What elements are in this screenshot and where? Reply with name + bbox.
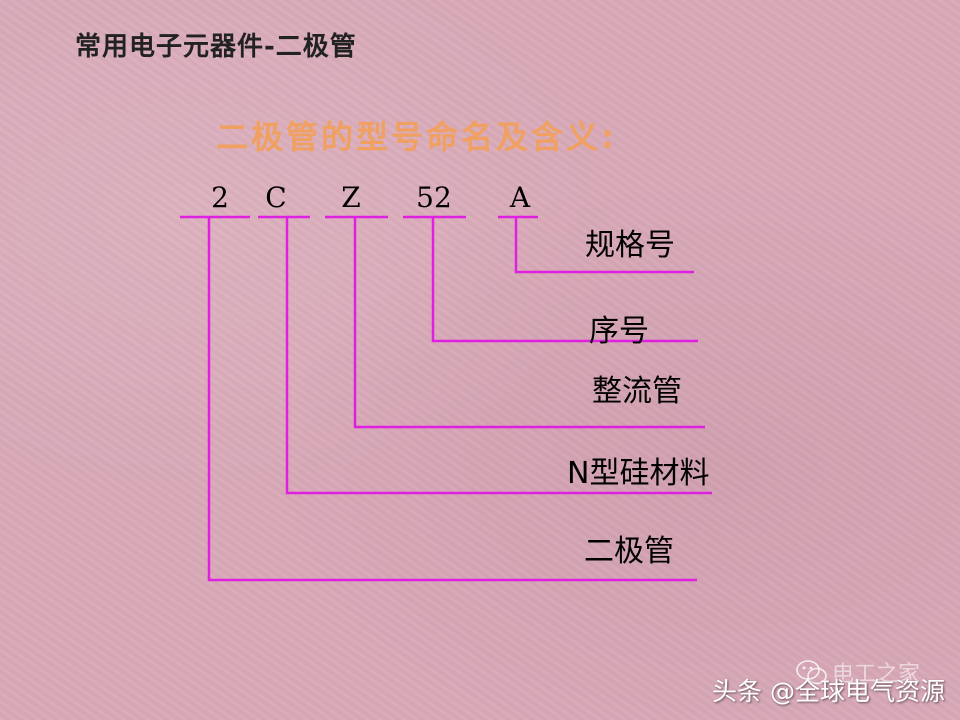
meaning-n-silicon: N型硅材料 xyxy=(567,456,710,491)
watermark-label: 头条 @全球电气资源 xyxy=(712,677,945,706)
meaning-serial-number: 序号 xyxy=(589,314,649,349)
watermark-faint: 电工之家 xyxy=(832,662,921,687)
meaning-spec-number: 规格号 xyxy=(585,228,675,263)
diagram-subtitle: 二极管的型号命名及含义: xyxy=(216,118,617,156)
model-code-z: Z xyxy=(341,181,361,214)
model-code-2: 2 xyxy=(211,181,229,214)
leader-2 xyxy=(207,218,697,582)
meaning-diode: 二极管 xyxy=(584,534,674,569)
leader-52 xyxy=(431,218,698,343)
slide-title: 常用电子元器件-二极管 xyxy=(75,32,357,62)
wechat-icon xyxy=(796,660,827,685)
model-code-52: 52 xyxy=(416,181,452,214)
leader-z xyxy=(353,218,705,429)
model-code-a: A xyxy=(509,181,531,214)
model-code-c: C xyxy=(265,181,287,214)
meaning-rectifier: 整流管 xyxy=(592,374,682,409)
leader-a xyxy=(514,218,694,274)
leader-c xyxy=(285,218,712,495)
